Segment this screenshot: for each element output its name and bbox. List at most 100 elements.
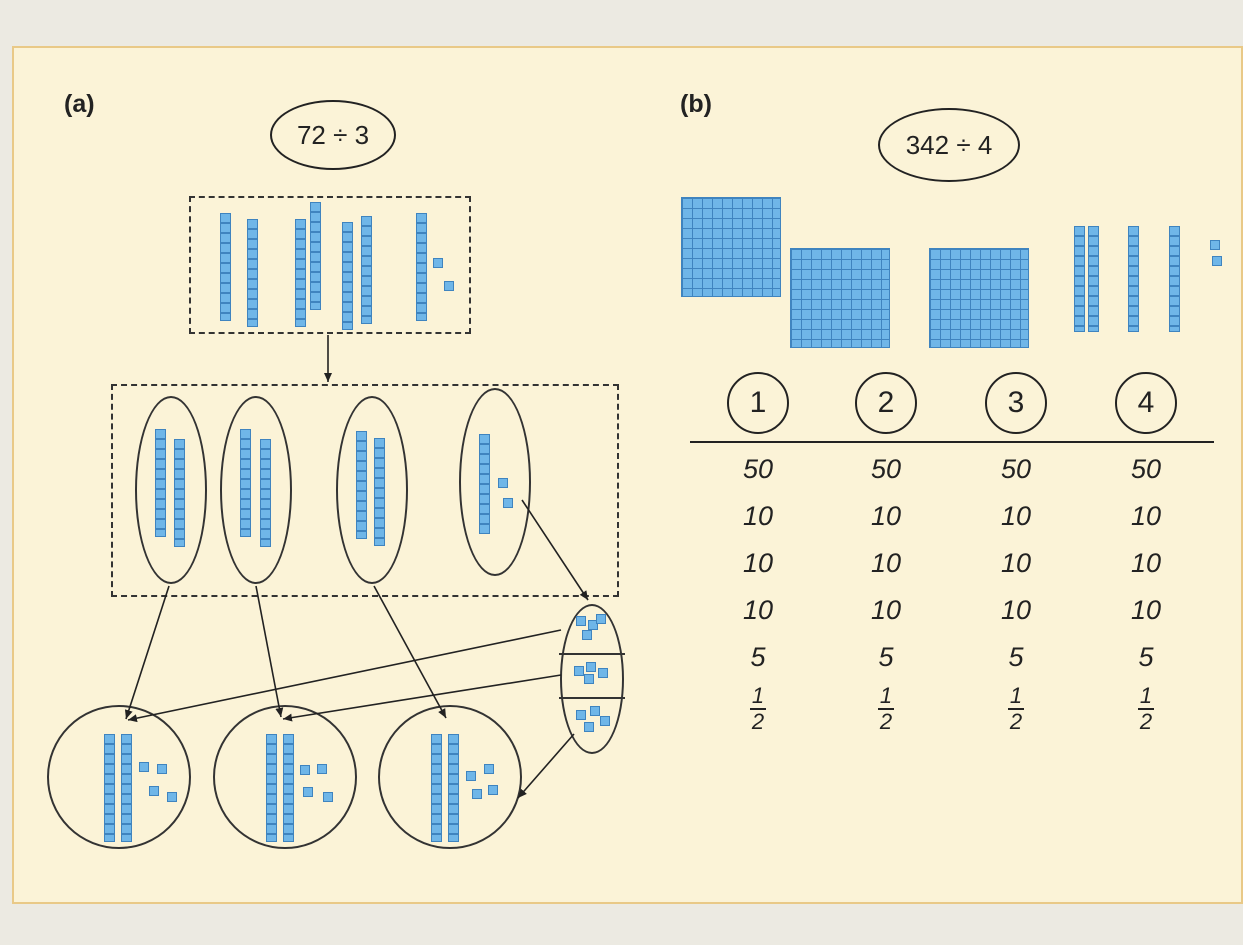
table-rule (690, 441, 1214, 443)
tens-rod (283, 734, 294, 842)
share-header-4: 4 (1115, 372, 1177, 434)
share-column-3: 50 10 10 10 5 1 2 (976, 446, 1056, 733)
tens-rod (1088, 226, 1099, 332)
arrow (255, 585, 284, 718)
share-amount: 10 (870, 501, 902, 531)
share-amount: 10 (870, 595, 902, 625)
arrow (124, 585, 170, 720)
share-amount: 50 (1000, 454, 1032, 484)
share-fraction: 1 2 (1138, 685, 1154, 733)
share-circle-3 (378, 705, 522, 849)
ellipse-divider (559, 697, 625, 699)
arrows-layer (124, 335, 589, 799)
tens-rod (174, 439, 185, 547)
tens-rod (295, 219, 306, 327)
group-ellipse-1 (135, 396, 207, 584)
share-amount: 10 (1130, 595, 1162, 625)
share-amount: 10 (1000, 595, 1032, 625)
fraction-denominator: 2 (751, 709, 765, 734)
ones-cube (323, 792, 333, 802)
share-amount: 10 (742, 595, 774, 625)
ones-cube (303, 787, 313, 797)
group-ellipse-3 (336, 396, 408, 584)
ones-cube (574, 666, 584, 676)
grouping-box (111, 384, 619, 597)
share-column-4: 50 10 10 10 5 1 2 (1106, 446, 1186, 733)
fraction-numerator: 1 (879, 683, 893, 708)
share-amount: 10 (870, 548, 902, 578)
tens-rod (266, 734, 277, 842)
ones-cube (472, 789, 482, 799)
share-amount: 5 (878, 642, 894, 672)
ones-cube (488, 785, 498, 795)
hundreds-flat (929, 248, 1029, 348)
share-circle-1 (47, 705, 191, 849)
ones-cube (317, 764, 327, 774)
fraction-numerator: 1 (751, 683, 765, 708)
panel-b-problem: 342 ÷ 4 (878, 108, 1020, 182)
share-amount: 10 (1000, 548, 1032, 578)
division-strategies-figure: (a) 72 ÷ 3 (12, 46, 1243, 904)
ones-cube (576, 710, 586, 720)
arrow (521, 499, 589, 601)
ones-cube (300, 765, 310, 775)
ones-cube (167, 792, 177, 802)
share-column-2: 50 10 10 10 5 1 2 (846, 446, 926, 733)
share-circle-2 (213, 705, 357, 849)
fraction-bar (1138, 708, 1154, 710)
tens-rod (310, 202, 321, 310)
ones-cube (590, 706, 600, 716)
tens-rod (247, 219, 258, 327)
tens-rod (374, 438, 385, 546)
share-amount: 5 (1138, 642, 1154, 672)
hundreds-flat (790, 248, 890, 348)
panel-a-problem: 72 ÷ 3 (270, 100, 396, 170)
share-amount: 50 (870, 454, 902, 484)
fraction-numerator: 1 (1139, 683, 1153, 708)
fraction-denominator: 2 (1139, 709, 1153, 734)
share-amount: 50 (742, 454, 774, 484)
tens-rod (361, 216, 372, 324)
group-ellipse-2 (220, 396, 292, 584)
tens-rod (1169, 226, 1180, 332)
ones-cube (600, 716, 610, 726)
share-amount: 10 (1130, 548, 1162, 578)
share-fraction: 1 2 (878, 685, 894, 733)
tens-rod (356, 431, 367, 539)
share-amount: 10 (1000, 501, 1032, 531)
ones-cube (1212, 256, 1222, 266)
ones-cube (1210, 240, 1220, 250)
share-header-3: 3 (985, 372, 1047, 434)
traded-ones-ellipse (560, 604, 624, 754)
fraction-bar (878, 708, 894, 710)
ones-cube (584, 722, 594, 732)
share-column-1: 50 10 10 10 5 1 2 (718, 446, 798, 733)
ones-cube (139, 762, 149, 772)
ones-cube (584, 674, 594, 684)
share-amount: 5 (1008, 642, 1024, 672)
share-header-1: 1 (727, 372, 789, 434)
tens-rod (1128, 226, 1139, 332)
ones-cube (582, 630, 592, 640)
fraction-denominator: 2 (879, 709, 893, 734)
hundreds-flat (681, 197, 781, 297)
ones-cube (149, 786, 159, 796)
share-amount: 50 (1130, 454, 1162, 484)
ones-cube (444, 281, 454, 291)
tens-rod (155, 429, 166, 537)
arrow (282, 674, 562, 722)
panel-b-label: (b) (680, 90, 712, 118)
arrow (127, 629, 562, 723)
share-fraction: 1 2 (750, 685, 766, 733)
panel-a-label: (a) (64, 90, 95, 118)
ones-cube (433, 258, 443, 268)
group-ellipse-4 (459, 388, 531, 576)
share-amount: 10 (1130, 501, 1162, 531)
ones-cube (484, 764, 494, 774)
ellipse-divider (559, 653, 625, 655)
fraction-denominator: 2 (1009, 709, 1023, 734)
ones-cube (498, 478, 508, 488)
share-amount: 5 (750, 642, 766, 672)
share-header-2: 2 (855, 372, 917, 434)
arrow (517, 733, 575, 799)
